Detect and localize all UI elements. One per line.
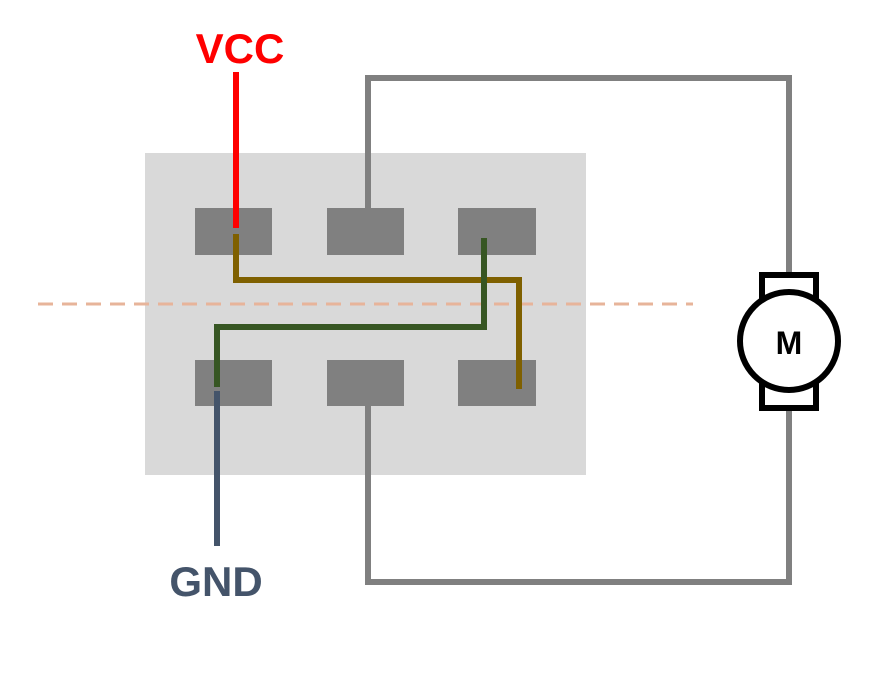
vcc-label: VCC <box>196 25 285 72</box>
switch-pin-top-middle <box>327 208 404 255</box>
gnd-label: GND <box>169 558 262 605</box>
cross-wire-b <box>214 238 487 387</box>
cross-wire-a <box>233 234 522 389</box>
switch-pin-top-right <box>458 208 536 255</box>
motor-label: M <box>776 325 803 361</box>
switch-pin-bottom-middle <box>327 360 404 406</box>
dc-motor-symbol-icon: M <box>737 272 841 411</box>
switch-pin-bottom-left <box>195 360 272 406</box>
switch-pin-bottom-right <box>458 360 536 406</box>
